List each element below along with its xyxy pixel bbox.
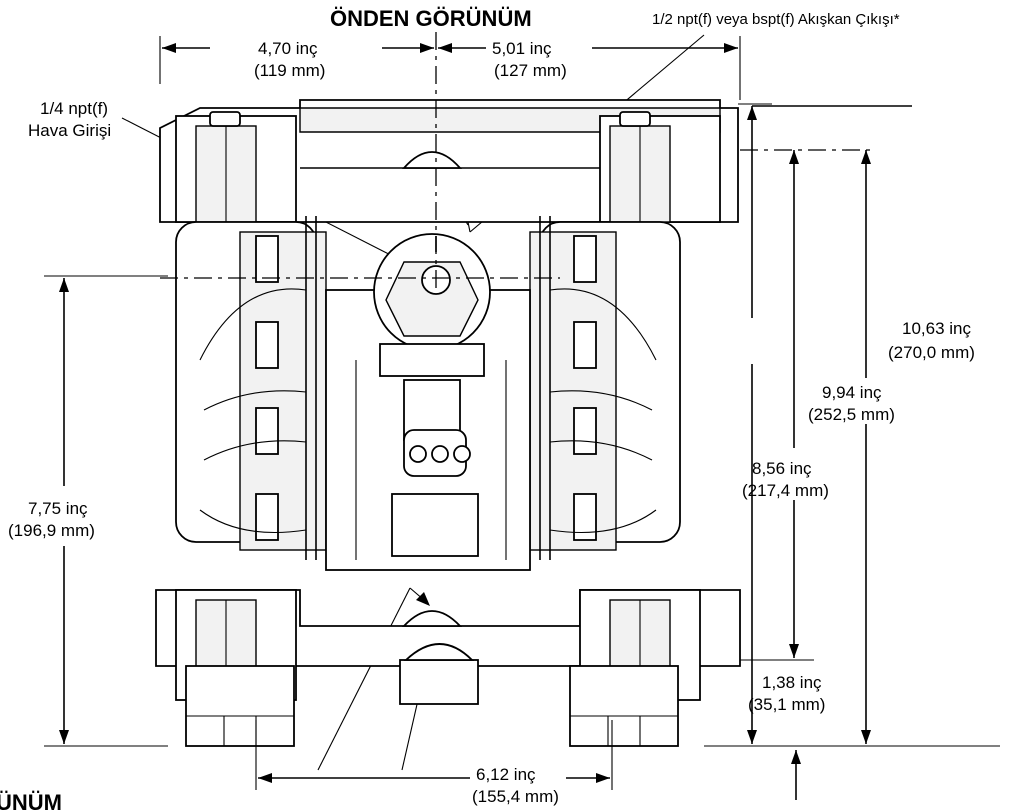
dim-right-width-in: 5,01 inç [492,39,552,58]
pump-body [155,99,741,747]
dim-base-width-in: 6,12 inç [476,765,536,784]
dim-left-height-in: 7,75 inç [28,499,88,518]
dimension-lines [59,43,912,800]
dim-mid-height-in: 9,94 inç [822,383,882,402]
dim-right-width-mm: (127 mm) [494,61,567,80]
dim-base-height-mm: (35,1 mm) [748,695,825,714]
extension-lines [44,36,1000,790]
dim-left-width-in: 4,70 inç [258,39,318,58]
dim-total-height-mm: (270,0 mm) [888,343,975,362]
air-inlet-label-name: Hava Girişi [28,121,111,140]
side-view-title-cut: ÜNÜM [0,790,62,812]
air-inlet-label-size: 1/4 npt(f) [40,99,108,118]
front-view-title: ÖNDEN GÖRÜNÜM [330,6,532,31]
dim-left-width-mm: (119 mm) [254,61,325,80]
dim-base-height-in: 1,38 inç [762,673,822,692]
center-lines [160,32,870,290]
dim-inner-height-in: 8,56 inç [752,459,812,478]
fluid-outlet-label: 1/2 npt(f) veya bspt(f) Akışkan Çıkışı* [652,11,900,28]
dim-mid-height-mm: (252,5 mm) [808,405,895,424]
dim-total-height-in: 10,63 inç [902,319,971,338]
dim-left-height-mm: (196,9 mm) [8,521,95,540]
dim-inner-height-mm: (217,4 mm) [742,481,829,500]
dim-base-width-mm: (155,4 mm) [472,787,559,806]
